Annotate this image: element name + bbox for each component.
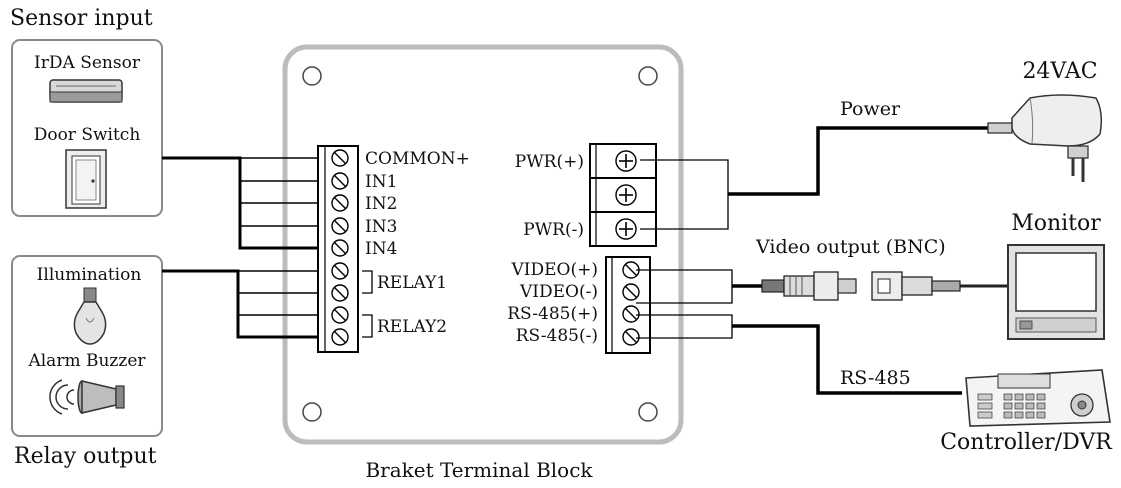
screw-terminal-video-3: [622, 305, 640, 323]
screw-terminal-left-3: [331, 194, 349, 212]
keypad-key: [1025, 402, 1035, 410]
screw-terminal-left-7: [331, 284, 349, 302]
keypad-key: [1014, 393, 1024, 401]
screw-terminal-left-4: [331, 217, 349, 235]
video-plus-label: VIDEO(+): [511, 260, 598, 280]
irda-sensor-label: IrDA Sensor: [34, 53, 141, 73]
screw-terminal-left-8: [331, 306, 349, 324]
relay-output-label: Relay output: [14, 444, 157, 469]
keypad-key: [1025, 411, 1035, 419]
rs485-wiring: [636, 314, 962, 395]
mount-hole-bottom-left: [302, 402, 322, 422]
screw-terminal-power-1: [615, 150, 637, 172]
alarm-buzzer-label: Alarm Buzzer: [27, 351, 146, 371]
terminal-label-in4: IN4: [365, 239, 397, 259]
pwr-minus-label: PWR(-): [523, 220, 584, 240]
video-line-label: Video output (BNC): [755, 236, 946, 258]
pwr-plus-label: PWR(+): [515, 152, 584, 172]
terminal-label-in2: IN2: [365, 194, 397, 214]
light-bulb-icon: [73, 287, 107, 345]
video-rs485-terminal-block: [605, 256, 651, 354]
terminal-label-in3: IN3: [365, 217, 397, 237]
screw-terminal-left-2: [331, 172, 349, 190]
function-key: [977, 411, 993, 419]
controller-dvr-label: Controller/DVR: [940, 430, 1113, 455]
mount-hole-top-left: [302, 66, 322, 86]
power-terminal-block: [589, 143, 657, 247]
adapter-24vac-label: 24VAC: [1022, 59, 1097, 84]
keypad-key: [1036, 393, 1046, 401]
door-switch-label: Door Switch: [34, 125, 141, 145]
keypad-key: [1003, 393, 1013, 401]
monitor-label: Monitor: [1011, 211, 1101, 236]
video-minus-label: VIDEO(-): [519, 282, 598, 302]
illumination-label: Illumination: [37, 265, 142, 285]
keypad-key: [1014, 402, 1024, 410]
keypad-key: [1003, 411, 1013, 419]
screw-terminal-power-3: [615, 218, 637, 240]
rs485-minus-label: RS-485(-): [516, 326, 598, 346]
screw-terminal-left-6: [331, 262, 349, 280]
irda-sensor-icon: [49, 79, 123, 103]
screw-terminal-video-2: [622, 283, 640, 301]
screw-terminal-video-4: [622, 328, 640, 346]
left-terminal-strip: [317, 145, 359, 353]
monitor-icon: [1007, 244, 1105, 340]
video-wiring: [636, 269, 762, 304]
power-adapter-icon: [987, 94, 1103, 182]
relay1-label: RELAY1: [377, 273, 447, 293]
door-switch-icon: [65, 149, 107, 209]
relay-brackets: [362, 270, 373, 338]
keypad-key: [1036, 411, 1046, 419]
left-wiring: [162, 156, 318, 339]
screw-terminal-power-2: [615, 184, 637, 206]
sensor-input-label: Sensor input: [10, 6, 153, 31]
keypad-key: [1036, 402, 1046, 410]
relay2-label: RELAY2: [377, 317, 447, 337]
mount-hole-top-right: [638, 66, 658, 86]
rs485-line-label: RS-485: [840, 367, 911, 389]
rs485-plus-label: RS-485(+): [507, 304, 598, 324]
function-key: [977, 402, 993, 410]
bracket-terminal-block-caption: Braket Terminal Block: [365, 458, 593, 482]
bnc-connector-icon: [761, 271, 1008, 301]
mount-hole-bottom-right: [638, 402, 658, 422]
keypad-key: [1014, 411, 1024, 419]
controller-dvr-icon: [965, 369, 1111, 427]
power-wiring: [640, 126, 990, 230]
screw-terminal-left-1: [331, 149, 349, 167]
terminal-label-in1: IN1: [365, 172, 397, 192]
bracket-plate: [282, 44, 684, 445]
screw-terminal-left-5: [331, 239, 349, 257]
function-key: [977, 393, 993, 401]
power-line-label: Power: [840, 98, 901, 120]
screw-terminal-left-9: [331, 328, 349, 346]
keypad-key: [1003, 402, 1013, 410]
terminal-label-common: COMMON+: [365, 149, 470, 169]
alarm-buzzer-icon: [49, 379, 125, 415]
keypad-key: [1025, 393, 1035, 401]
